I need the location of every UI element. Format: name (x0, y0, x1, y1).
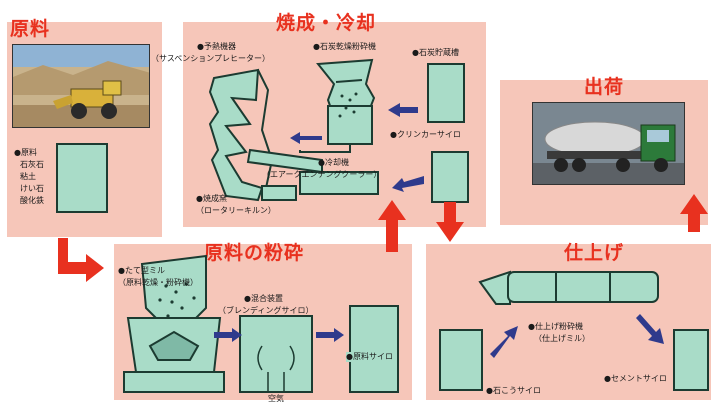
coal-bin (427, 63, 465, 123)
raw-material-label: ●原料 (14, 148, 37, 157)
burning-cooling-title: 焼成・冷却 (276, 12, 377, 34)
gypsum-silo (439, 329, 483, 391)
clinker-silo-label: ●クリンカーサイロ (390, 130, 461, 139)
preheater (208, 68, 274, 202)
gypsum-silo-label: ●石こうサイロ (486, 386, 541, 395)
coal-mill-label: ●石炭乾燥粉砕機 (313, 42, 376, 51)
vertical-mill-label: ●たて型ミル (118, 266, 165, 275)
coal-mill-particles (338, 92, 358, 118)
kiln-label: ●焼成窯 (196, 194, 227, 203)
shipping-title: 出荷 (584, 76, 625, 98)
raw-silo-label: ●原料サイロ (346, 352, 393, 362)
cement-truck-photo (532, 102, 685, 185)
iron-oxide-label: 酸化鉄 (20, 196, 44, 205)
flow-arrows-grinding (214, 328, 344, 342)
raw-material-title: 原料 (10, 18, 51, 40)
finish-mill-sub-label: （仕上げミル） (534, 334, 590, 343)
coal-mill (316, 58, 376, 145)
cooler-label: ●冷却機 (318, 158, 349, 167)
vertical-mill (123, 254, 225, 393)
flow-arrows-burning (290, 103, 424, 192)
blending-silo (239, 315, 313, 393)
finishing-title: 仕上げ (564, 242, 625, 264)
finish-mill-label: ●仕上げ粉砕機 (528, 322, 583, 331)
rotary-kiln (246, 148, 379, 201)
clinker-silo (431, 151, 469, 203)
cement-silo (673, 329, 709, 391)
cooler-sub-label: （エアークエンチングクーラー） (262, 170, 382, 179)
silica-label: けい石 (20, 184, 44, 193)
quarry-photo (12, 44, 150, 128)
flow-arrows-finishing (490, 314, 664, 358)
finish-mill (478, 270, 659, 305)
coal-bin-label: ●石炭貯蔵槽 (412, 48, 459, 57)
truck-illustration (533, 103, 684, 184)
preheater-label: ●予熱機器 (197, 42, 236, 51)
preheater-sub-label: （サスペンションプレヒーター） (151, 54, 271, 63)
air-label: 空気 (268, 394, 284, 403)
vertical-mill-sub-label: （原料乾燥・粉砕機） (118, 278, 198, 287)
blending-sub-label: （ブレンディングサイロ） (218, 306, 314, 315)
limestone-label: 石灰石 (20, 160, 44, 169)
raw-material-storage (56, 143, 108, 213)
coal-pipe (299, 144, 351, 153)
raw-silo (349, 305, 399, 393)
cement-silo-label: ●セメントサイロ (604, 374, 667, 383)
quarry-illustration (13, 45, 149, 127)
clay-label: 粘土 (20, 172, 36, 181)
stage-arrows (58, 194, 708, 282)
blending-label: ●混合装置 (244, 294, 283, 303)
raw-grinding-title: 原料の粉砕 (204, 242, 305, 264)
vertical-mill-particles (158, 282, 196, 318)
blending-air-arrows (257, 345, 295, 392)
kiln-sub-label: （ロータリーキルン） (196, 206, 276, 215)
